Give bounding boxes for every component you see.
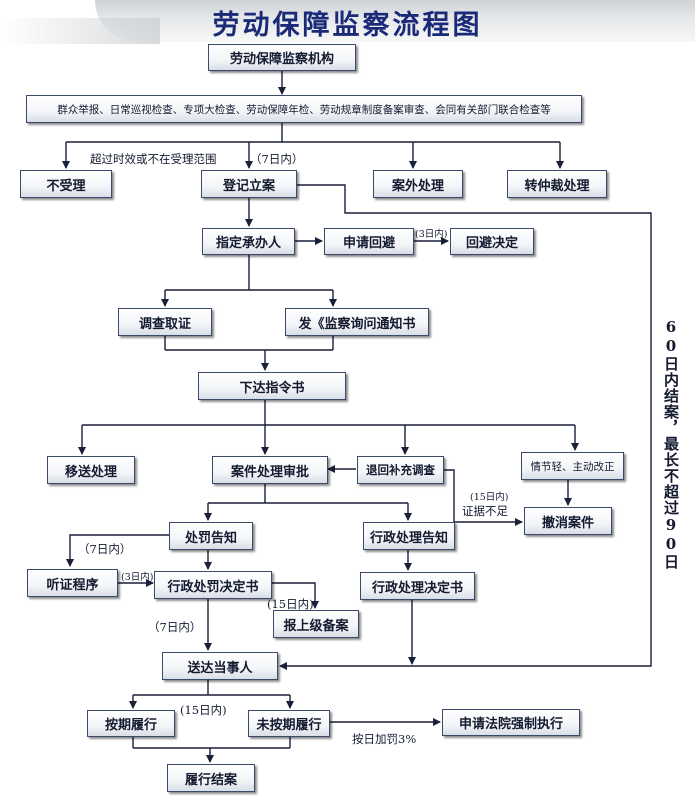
node-not-accept: 不受理 [20, 170, 112, 198]
node-minor-case: 情节轻、主动改正 [521, 452, 624, 480]
label-days7-register: （7日内） [250, 152, 304, 166]
label-days7-hearing: （7日内） [78, 542, 132, 556]
node-not-on-time: 未按期履行 [248, 710, 330, 737]
node-penalty-decision: 行政处罚决定书 [154, 571, 272, 599]
node-on-time: 按期履行 [87, 710, 175, 737]
node-revoke: 撤消案件 [524, 507, 612, 535]
node-return-investigation: 退回补充调查 [357, 456, 444, 484]
line-register-side [279, 184, 652, 670]
label-days7-deliver: （7日内） [148, 620, 202, 634]
node-deliver: 送达当事人 [162, 652, 278, 680]
side-note-deadline: 60日内结案，最长不超过90日 [662, 318, 680, 570]
node-penalty-notice: 处罚告知 [169, 522, 253, 550]
node-arbitration: 转仲裁处理 [507, 170, 607, 198]
node-admin-decision: 行政处理决定书 [360, 572, 475, 600]
label-days15-perform: (15日内) [180, 703, 227, 717]
node-recusal-decide: 回避决定 [450, 228, 534, 255]
node-admin-notice: 行政处理告知 [363, 522, 455, 550]
node-completed: 履行结案 [167, 764, 255, 792]
label-overdue: 超过时效或不在受理范围 [90, 152, 217, 166]
label-days3-recusal: (3日内) [415, 229, 448, 240]
node-hearing: 听证程序 [27, 569, 118, 597]
node-register: 登记立案 [201, 170, 297, 198]
label-daily-penalty: 按日加罚3% [352, 732, 417, 746]
node-sources: 群众举报、日常巡视检查、专项大检查、劳动保障年检、劳动规章制度备案审查、会同有关… [26, 95, 582, 123]
title-banner-shadow [0, 18, 160, 44]
node-assign: 指定承办人 [202, 228, 295, 255]
line-decision-report [272, 582, 319, 609]
node-transfer: 移送处理 [47, 456, 135, 484]
label-insufficient-evidence: 证据不足 [462, 504, 508, 518]
node-approval: 案件处理审批 [212, 456, 328, 484]
page-title: 劳动保障监察流程图 [212, 10, 483, 41]
line-return-revoke [444, 469, 523, 526]
label-days3-hearing: (3日内) [121, 572, 154, 583]
node-recusal-apply: 申请回避 [324, 228, 414, 255]
node-agency: 劳动保障监察机构 [208, 44, 356, 71]
label-days15-evidence: (15日内) [470, 492, 509, 503]
node-investigate: 调查取证 [118, 308, 212, 336]
title-banner [95, 0, 695, 42]
node-outside: 案外处理 [373, 170, 463, 198]
node-inquiry-notice: 发《监察询问通知书 [285, 308, 429, 336]
node-court-enforce: 申请法院强制执行 [442, 709, 580, 736]
label-days15-report: (15日内) [267, 597, 314, 611]
node-order: 下达指令书 [198, 372, 346, 400]
line-penalty-left [66, 534, 169, 567]
node-report-superior: 报上级备案 [273, 610, 359, 638]
